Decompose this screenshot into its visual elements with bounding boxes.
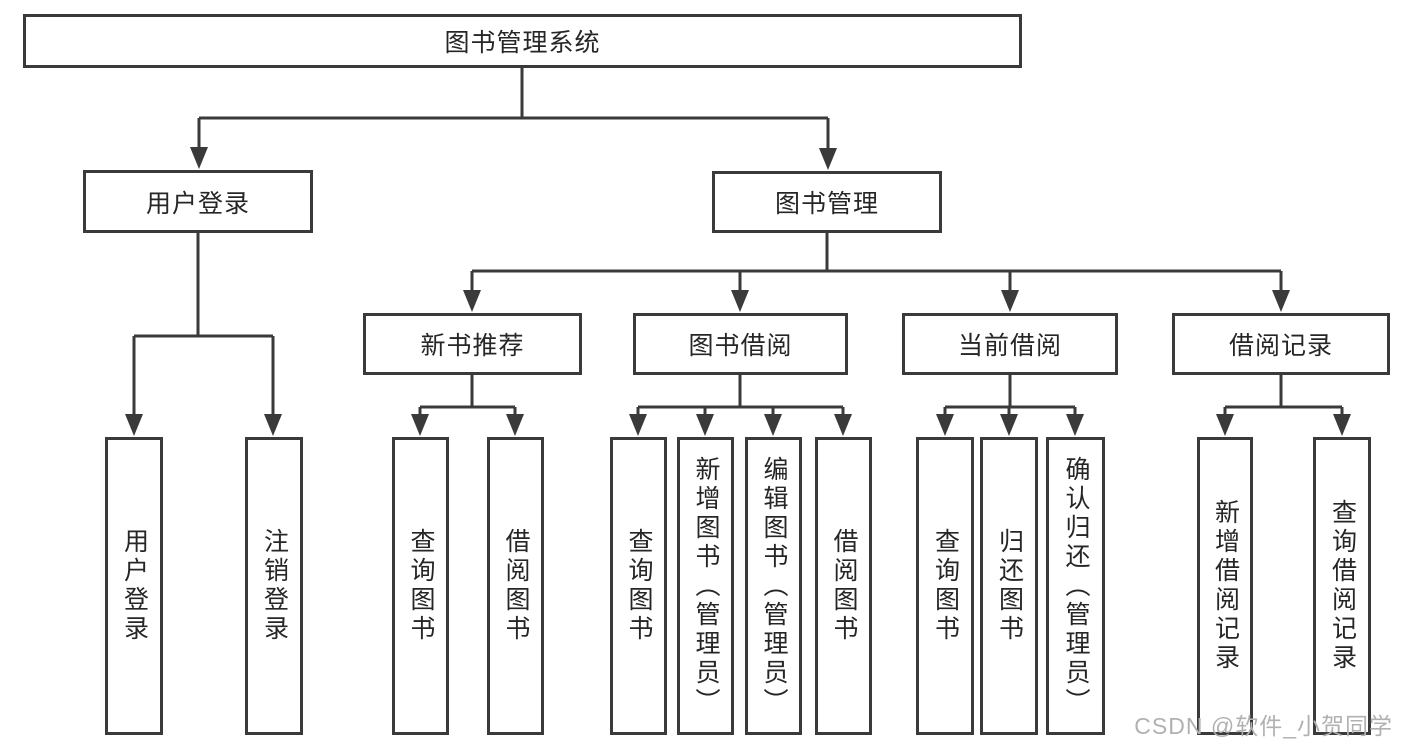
- node-new-book-recommend: 新书推荐: [363, 313, 582, 375]
- leaf-add-borrow-record: 新增借阅记录: [1197, 437, 1253, 735]
- node-current-borrow: 当前借阅: [902, 313, 1118, 375]
- leaf-confirm-return-admin-label: 确认归还（管理员）: [1062, 455, 1090, 717]
- leaf-add-book-admin-label: 新增图书（管理员）: [692, 455, 720, 717]
- leaf-add-borrow-record-label: 新增借阅记录: [1211, 499, 1240, 673]
- leaf-borrow-book-1: 借阅图书: [487, 437, 544, 735]
- leaf-query-book-3-label: 查询图书: [931, 528, 960, 644]
- leaf-borrow-book-2: 借阅图书: [815, 437, 872, 735]
- leaf-edit-book-admin-label: 编辑图书（管理员）: [760, 455, 788, 717]
- node-current-borrow-label: 当前借阅: [957, 332, 1062, 360]
- node-root: 图书管理系统: [23, 14, 1022, 68]
- node-book-management-label: 图书管理: [774, 190, 879, 218]
- connector-current-to-leaves: [943, 375, 1077, 416]
- connector-newbook-to-leaves: [418, 375, 517, 416]
- leaf-query-book-1: 查询图书: [392, 437, 449, 735]
- arrowheads: [125, 147, 1351, 436]
- leaf-confirm-return-admin: 确认归还（管理员）: [1046, 437, 1105, 735]
- connector-bookmgmt-to-level3: [470, 233, 1283, 291]
- leaf-query-book-2-label: 查询图书: [625, 528, 653, 644]
- csdn-watermark: CSDN @软件_小贺同学: [1134, 713, 1393, 739]
- leaf-borrow-book-2-label: 借阅图书: [830, 528, 858, 644]
- leaf-query-borrow-record-label: 查询借阅记录: [1328, 499, 1357, 673]
- leaf-borrow-book-1-label: 借阅图书: [502, 528, 530, 644]
- leaf-query-borrow-record: 查询借阅记录: [1313, 437, 1371, 735]
- leaf-logout: 注销登录: [245, 437, 303, 735]
- node-book-borrow-label: 图书借阅: [688, 332, 793, 360]
- connector-userlogin-to-leaves: [132, 233, 275, 416]
- leaf-return-book-label: 归还图书: [995, 528, 1024, 644]
- connector-records-to-leaves: [1223, 375, 1344, 416]
- leaf-logout-label: 注销登录: [260, 528, 289, 644]
- leaf-query-book-2: 查询图书: [610, 437, 667, 735]
- node-book-management: 图书管理: [712, 171, 942, 233]
- leaf-return-book: 归还图书: [980, 437, 1038, 735]
- leaf-query-book-3: 查询图书: [916, 437, 974, 735]
- leaf-user-login-label: 用户登录: [120, 528, 149, 644]
- connector-root-to-level2: [197, 68, 830, 149]
- leaf-edit-book-admin: 编辑图书（管理员）: [745, 437, 802, 735]
- connector-borrow-to-leaves: [636, 375, 845, 416]
- leaf-user-login: 用户登录: [105, 437, 163, 735]
- leaf-add-book-admin: 新增图书（管理员）: [677, 437, 734, 735]
- node-user-login-label: 用户登录: [145, 189, 250, 218]
- node-borrow-records: 借阅记录: [1172, 313, 1390, 375]
- node-new-book-recommend-label: 新书推荐: [420, 332, 525, 360]
- node-borrow-records-label: 借阅记录: [1228, 332, 1333, 360]
- leaf-query-book-1-label: 查询图书: [407, 528, 435, 644]
- node-book-borrow: 图书借阅: [633, 313, 848, 375]
- node-user-login: 用户登录: [83, 170, 313, 233]
- node-root-label: 图书管理系统: [444, 29, 601, 57]
